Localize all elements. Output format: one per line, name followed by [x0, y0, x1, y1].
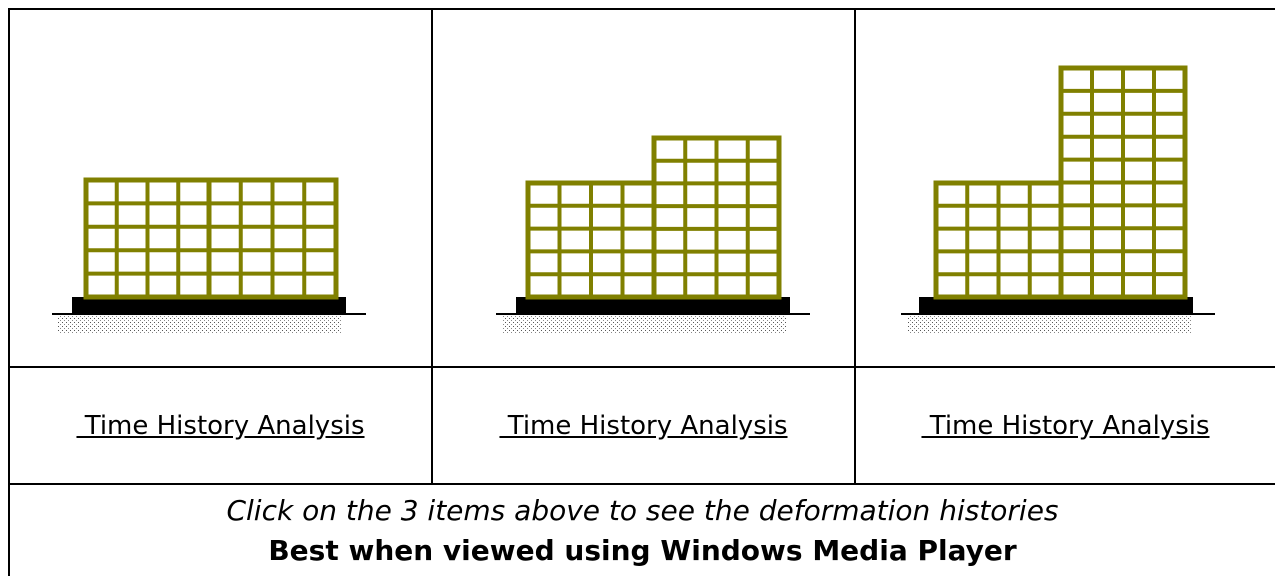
caption: Click on the 3 items above to see the de… — [10, 485, 1275, 576]
column-divider-1 — [431, 8, 433, 485]
link-row-divider — [8, 483, 1275, 485]
table-top-border — [8, 8, 1275, 10]
figure-cell-1 — [10, 10, 431, 366]
link-cell-2: Time History Analysis — [433, 367, 854, 484]
time-history-link-1[interactable]: Time History Analysis — [76, 410, 365, 441]
link-cell-3: Time History Analysis — [856, 367, 1275, 484]
link-cell-1: Time History Analysis — [10, 367, 431, 484]
building-tall — [651, 135, 782, 300]
column-divider-2 — [854, 8, 856, 485]
soil-hatch — [502, 314, 786, 334]
figure-cell-2 — [433, 10, 854, 366]
foundation-slab — [72, 297, 346, 313]
building-right — [206, 177, 339, 300]
building-tall — [1058, 65, 1188, 300]
figure-row-divider — [8, 366, 1275, 368]
table-left-border — [8, 8, 10, 576]
foundation-slab — [516, 297, 790, 313]
building-left — [83, 177, 212, 300]
short-and-taller-building-icon — [901, 65, 1215, 334]
short-and-tall-building-icon — [496, 135, 810, 334]
figure-cell-3 — [856, 10, 1275, 366]
building-short — [525, 180, 657, 300]
viewer-note: Best when viewed using Windows Media Pla… — [268, 534, 1017, 567]
building-short — [933, 180, 1064, 300]
soil-hatch — [58, 314, 342, 334]
instruction-text: Click on the 3 items above to see the de… — [226, 494, 1059, 527]
soil-hatch — [907, 314, 1191, 334]
time-history-link-2[interactable]: Time History Analysis — [499, 410, 788, 441]
two-equal-buildings-icon — [52, 177, 366, 334]
time-history-link-3[interactable]: Time History Analysis — [921, 410, 1210, 441]
foundation-slab — [919, 297, 1193, 313]
